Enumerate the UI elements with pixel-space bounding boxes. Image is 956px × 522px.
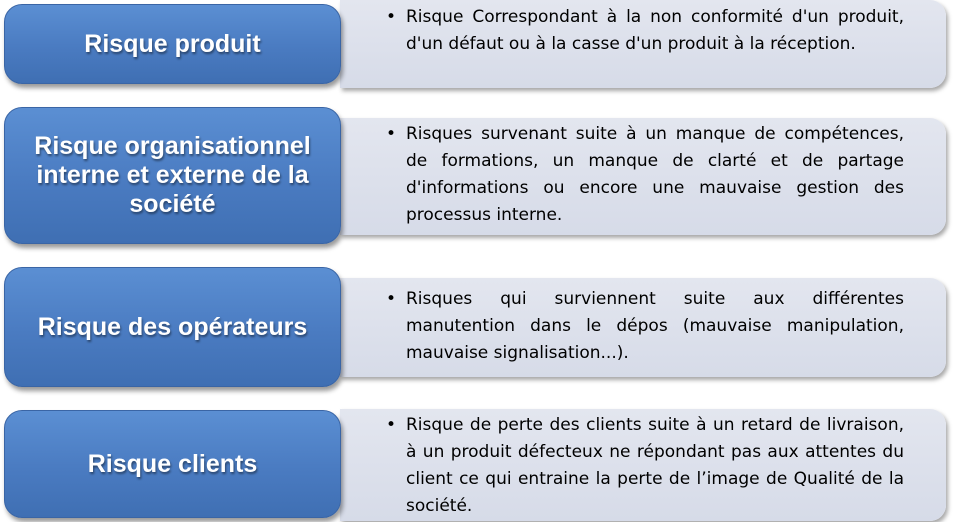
risk-category-label: Risque clients — [4, 410, 341, 518]
risk-category-title: Risque organisationnel interne et extern… — [34, 132, 311, 218]
risk-description-box: Risque Correspondant à la non conformité… — [340, 0, 946, 88]
risk-category-label: Risque organisationnel interne et extern… — [4, 107, 341, 244]
risk-description-item: Risques survenant suite à un manque de c… — [340, 121, 946, 229]
risk-description-box: Risques survenant suite à un manque de c… — [340, 118, 946, 235]
risk-category-title: Risque clients — [87, 449, 258, 478]
risk-category-label: Risque des opérateurs — [4, 267, 341, 387]
risk-category-label: Risque produit — [4, 4, 341, 84]
risk-description-item: Risque de perte des clients suite à un r… — [340, 412, 946, 520]
risk-description-box: Risque de perte des clients suite à un r… — [340, 409, 946, 521]
risk-category-title: Risque des opérateurs — [37, 312, 308, 341]
risk-description-item: Risque Correspondant à la non conformité… — [340, 4, 946, 58]
risk-category-title: Risque produit — [84, 29, 261, 58]
risk-description-item: Risques qui surviennent suite aux différ… — [340, 286, 946, 367]
risk-description-box: Risques qui surviennent suite aux différ… — [340, 278, 946, 377]
